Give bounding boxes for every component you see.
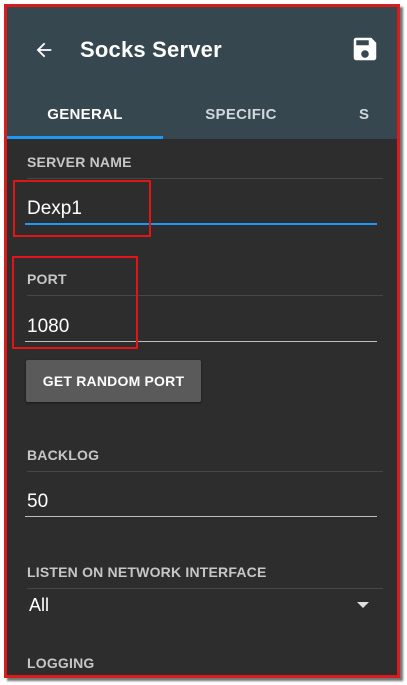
arrow-left-icon <box>36 42 52 58</box>
tab-specific[interactable]: SPECIFIC <box>205 105 277 123</box>
port-header: PORT <box>27 271 383 296</box>
server-name-header: SERVER NAME <box>27 154 383 179</box>
app-bar: Socks Server <box>7 7 397 89</box>
page-title: Socks Server <box>80 37 222 62</box>
get-random-port-button[interactable]: GET RANDOM PORT <box>26 360 201 402</box>
listen-interface-select[interactable]: All <box>29 590 369 620</box>
backlog-header: BACKLOG <box>27 447 383 472</box>
tab-bar: GENERAL SPECIFIC S <box>7 89 397 139</box>
server-name-input[interactable]: Dexp1 <box>25 195 377 225</box>
dropdown-caret-icon <box>357 602 369 608</box>
tab-partial[interactable]: S <box>359 105 370 123</box>
listen-interface-header: LISTEN ON NETWORK INTERFACE <box>27 564 383 589</box>
floppy-disk-icon <box>353 37 377 61</box>
app-screen: Socks Server GENERAL SPECIFIC S SERVER N… <box>4 4 400 678</box>
listen-interface-value: All <box>29 594 50 615</box>
save-button[interactable] <box>349 33 381 65</box>
tab-general[interactable]: GENERAL <box>7 89 163 139</box>
port-input[interactable]: 1080 <box>25 312 377 342</box>
logging-header: LOGGING <box>27 655 95 671</box>
backlog-input[interactable]: 50 <box>25 487 377 517</box>
back-button[interactable] <box>31 37 57 63</box>
